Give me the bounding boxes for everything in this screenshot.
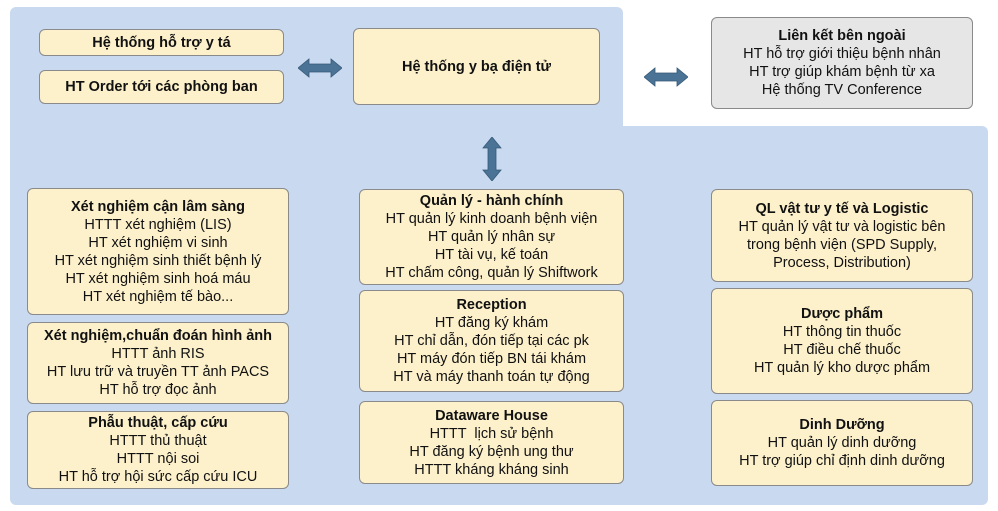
list-item: HTTT nội soi <box>116 451 200 467</box>
external-links-box: Liên kết bên ngoài HT hỗ trợ giới thiệu … <box>711 17 973 109</box>
list-item: HT xét nghiệm sinh hoá máu <box>65 270 251 287</box>
list-item: HT đăng ký khám <box>434 315 549 331</box>
administration-title: Quản lý - hành chính <box>419 193 564 209</box>
list-item: HT chấm công, quản lý Shiftwork <box>385 265 598 281</box>
list-item: HT và máy thanh toán tự động <box>393 369 590 385</box>
double-arrow-horizontal-icon <box>644 67 688 87</box>
reception-title: Reception <box>456 297 527 313</box>
list-item: HT trợ giúp chỉ định dinh dưỡng <box>739 453 945 469</box>
list-item: HT thông tin thuốc <box>782 324 902 340</box>
list-item: HTTT kháng kháng sinh <box>414 461 569 478</box>
list-item: HT xét nghiệm sinh thiết bệnh lý <box>54 252 262 269</box>
order-system-box: HT Order tới các phòng ban <box>39 70 284 104</box>
order-system-label: HT Order tới các phòng ban <box>65 79 258 95</box>
surgery-emergency-title: Phẫu thuật, cấp cứu <box>88 415 228 431</box>
clinical-lab-box: Xét nghiệm cận lâm sàng HTTT xét nghiệm … <box>27 188 289 315</box>
administration-box: Quản lý - hành chính HT quản lý kinh doa… <box>359 189 624 285</box>
imaging-title: Xét nghiệm,chuẩn đoán hình ảnh <box>44 328 272 344</box>
data-warehouse-title: Dataware House <box>435 407 548 424</box>
external-link-item: Hệ thống TV Conference <box>761 82 923 98</box>
list-item: HT lưu trữ và truyền TT ảnh PACS <box>46 364 270 380</box>
list-item: HT hỗ trợ đọc ảnh <box>99 382 217 398</box>
list-item: HT điều chế thuốc <box>783 342 901 358</box>
data-warehouse-box: Dataware House HTTT lịch sử bệnh HT đăng… <box>359 401 624 484</box>
external-link-item: HT hỗ trợ giới thiệu bệnh nhân <box>743 46 941 62</box>
emr-label: Hệ thống y bạ điện tử <box>401 58 552 75</box>
list-item: HTTT thủ thuật <box>109 433 207 449</box>
double-arrow-vertical-icon <box>482 137 502 181</box>
emr-box: Hệ thống y bạ điện tử <box>353 28 600 105</box>
list-item: HTTT xét nghiệm (LIS) <box>84 216 232 233</box>
pharmacy-title: Dược phẩm <box>800 306 884 322</box>
list-item: HT hỗ trợ hội sức cấp cứu ICU <box>58 469 258 485</box>
clinical-lab-title: Xét nghiệm cận lâm sàng <box>70 198 246 215</box>
imaging-box: Xét nghiệm,chuẩn đoán hình ảnh HTTT ảnh … <box>27 322 289 404</box>
list-item: HTTT lịch sử bệnh <box>429 425 554 442</box>
reception-box: Reception HT đăng ký khám HT chỉ dẫn, đó… <box>359 290 624 392</box>
list-item: HT quản lý kho dược phẩm <box>753 360 931 376</box>
list-item: HT máy đón tiếp BN tái khám <box>396 351 587 367</box>
list-item: HT quản lý nhân sự <box>427 229 556 245</box>
list-item: HT tài vụ, kế toán <box>434 247 549 263</box>
logistics-box: QL vật tư y tế và Logistic HT quản lý vậ… <box>711 189 973 282</box>
list-item: HTTT ảnh RIS <box>111 346 205 362</box>
logistics-title: QL vật tư y tế và Logistic <box>755 200 929 217</box>
list-item: HT xét nghiệm vi sinh <box>88 234 228 251</box>
surgery-emergency-box: Phẫu thuật, cấp cứu HTTT thủ thuật HTTT … <box>27 411 289 489</box>
nurse-support-label: Hệ thống hỗ trợ y tá <box>92 34 231 51</box>
list-item: HT quản lý kinh doanh bệnh viện <box>385 211 598 227</box>
double-arrow-horizontal-icon <box>298 58 342 78</box>
list-item: HT đăng ký bệnh ung thư <box>409 443 574 460</box>
list-item: HT quản lý dinh dưỡng <box>767 435 917 451</box>
nutrition-box: Dinh Dưỡng HT quản lý dinh dưỡng HT trợ … <box>711 400 973 486</box>
list-item: HT chỉ dẫn, đón tiếp tại các pk <box>394 333 589 349</box>
nutrition-title: Dinh Dưỡng <box>799 417 885 433</box>
external-link-item: HT trợ giúp khám bệnh từ xa <box>749 64 935 80</box>
list-item: HT quản lý vật tư và logistic bên trong … <box>738 218 946 271</box>
external-links-title: Liên kết bên ngoài <box>778 28 906 44</box>
list-item: HT xét nghiệm tế bào... <box>82 288 234 305</box>
pharmacy-box: Dược phẩm HT thông tin thuốc HT điều chế… <box>711 288 973 394</box>
nurse-support-box: Hệ thống hỗ trợ y tá <box>39 29 284 56</box>
